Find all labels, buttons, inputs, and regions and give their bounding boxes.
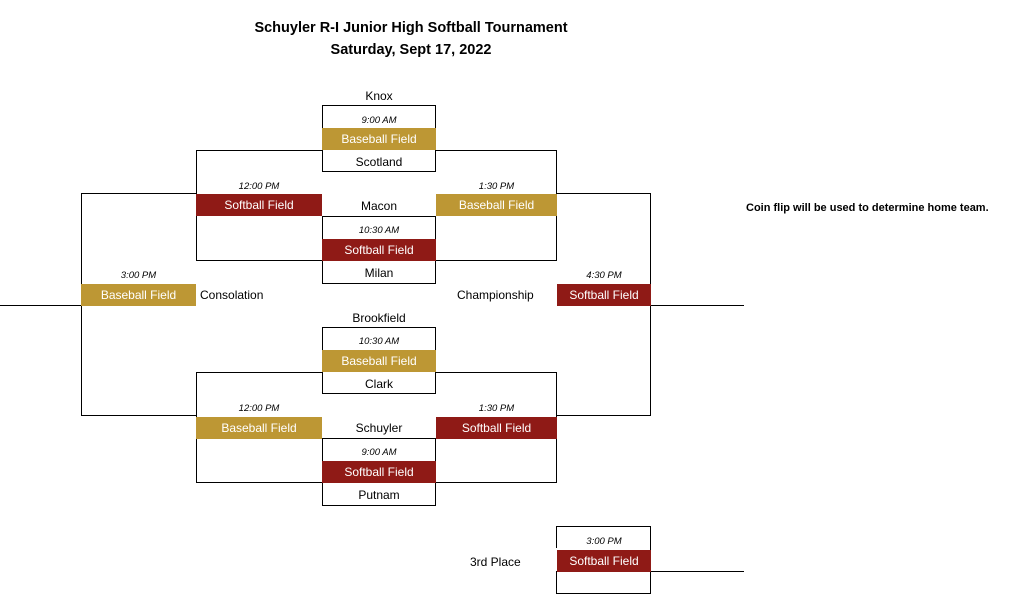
championship-label: Championship	[457, 288, 534, 302]
page-subtitle-date: Saturday, Sept 17, 2022	[330, 42, 492, 58]
game-time: 10:30 AM	[358, 336, 400, 347]
field-label: Baseball Field	[436, 194, 557, 216]
game-time: 10:30 AM	[358, 225, 400, 236]
game-time: 9:00 AM	[361, 115, 397, 126]
coin-flip-note: Coin flip will be used to determine home…	[746, 202, 989, 214]
game-time: 3:00 PM	[586, 536, 622, 547]
field-label: Softball Field	[436, 417, 557, 439]
field-label: Softball Field	[557, 284, 651, 306]
team-milan: Milan	[364, 266, 394, 280]
game-time: 12:00 PM	[238, 181, 280, 192]
field-label: Baseball Field	[196, 417, 322, 439]
game-time: 4:30 PM	[586, 270, 622, 281]
page-title: Schuyler R-I Junior High Softball Tourna…	[254, 20, 568, 36]
field-label: Baseball Field	[81, 284, 196, 306]
game-time: 12:00 PM	[238, 403, 280, 414]
team-schuyler: Schuyler	[355, 421, 403, 435]
field-label: Softball Field	[557, 550, 651, 572]
game-time: 3:00 PM	[120, 270, 157, 281]
team-knox: Knox	[365, 89, 393, 103]
team-macon: Macon	[360, 199, 398, 213]
game-time: 1:30 PM	[478, 403, 515, 414]
consolation-label: Consolation	[200, 288, 264, 302]
field-label: Baseball Field	[322, 128, 436, 150]
game-time: 1:30 PM	[478, 181, 515, 192]
team-scotland: Scotland	[355, 155, 403, 169]
field-label: Softball Field	[322, 239, 436, 261]
game-time: 9:00 AM	[361, 447, 397, 458]
field-label: Softball Field	[196, 194, 322, 216]
third-place-label: 3rd Place	[470, 555, 521, 569]
field-label: Baseball Field	[322, 350, 436, 372]
field-label: Softball Field	[322, 461, 436, 483]
team-brookfield: Brookfield	[352, 311, 406, 325]
team-clark: Clark	[364, 377, 393, 391]
team-putnam: Putnam	[358, 488, 400, 502]
